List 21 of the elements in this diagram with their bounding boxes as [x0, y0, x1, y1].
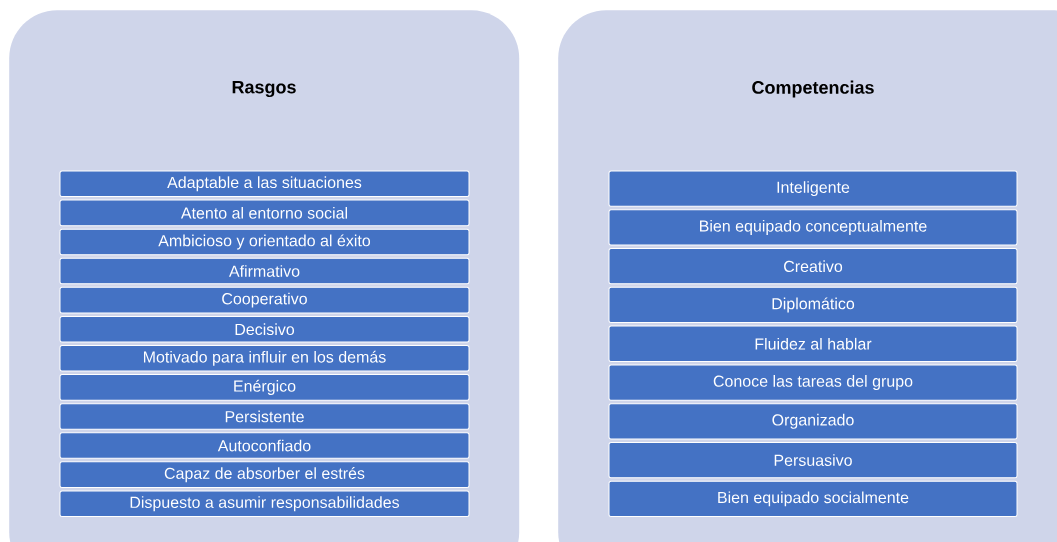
- list-item: Enérgico: [59, 374, 470, 401]
- list-item: Conoce las tareas del grupo: [608, 364, 1018, 401]
- list-item: Diplomático: [608, 286, 1018, 324]
- list-item: Bien equipado conceptualmente: [608, 209, 1018, 246]
- list-item: Fluidez al hablar: [608, 325, 1018, 362]
- list-item: Dispuesto a asumir responsabilidades: [59, 490, 470, 517]
- list-item: Atento al entorno social: [59, 199, 470, 227]
- list-item: Inteligente: [608, 170, 1018, 207]
- list-item: Persuasivo: [608, 441, 1018, 479]
- list-item: Motivado para influir en los demás: [59, 345, 470, 372]
- list-item: Afirmativo: [59, 257, 470, 285]
- list-item: Creativo: [608, 248, 1018, 285]
- list-item: Autoconfiado: [59, 432, 470, 459]
- list-item: Organizado: [608, 403, 1018, 440]
- list-item: Cooperativo: [59, 286, 470, 314]
- list-item: Bien equipado socialmente: [608, 480, 1018, 517]
- list-item: Decisivo: [59, 315, 470, 343]
- list-item: Capaz de absorber el estrés: [59, 461, 470, 488]
- list-item: Adaptable a las situaciones: [59, 170, 470, 198]
- list-item: Ambicioso y orientado al éxito: [59, 228, 470, 256]
- list-item: Persistente: [59, 403, 470, 430]
